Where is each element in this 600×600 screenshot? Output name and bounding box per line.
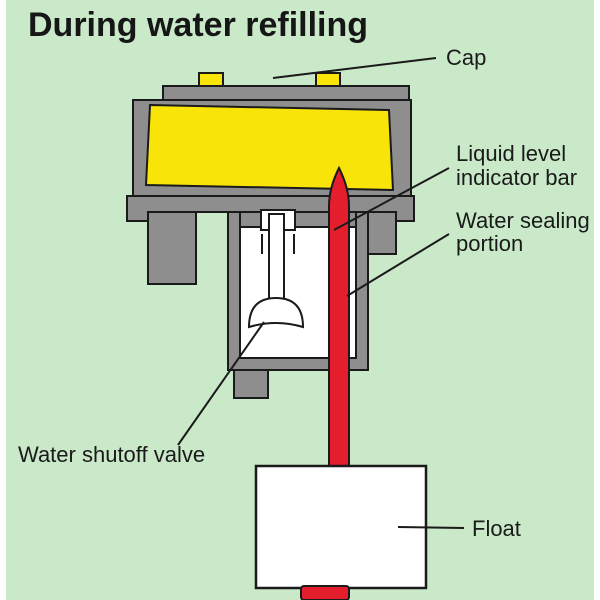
leader-line-cap <box>272 57 437 79</box>
sealing-portion-label-line1: Water sealing <box>456 208 590 233</box>
leader-line-shutoff-valve <box>177 321 265 446</box>
cap-yellow-panel-shape <box>144 103 395 192</box>
cap-label: Cap <box>446 45 486 70</box>
leader-line-sealing-portion <box>346 233 450 297</box>
float-label: Float <box>472 516 521 541</box>
sealing-portion-label-line2: portion <box>456 231 523 256</box>
indicator-bar-label-line2: indicator bar <box>456 165 577 190</box>
body-left-arm-shape <box>147 211 197 285</box>
shutoff-valve-stem-shape <box>268 213 285 303</box>
shutoff-valve-label: Water shutoff valve <box>18 442 205 467</box>
indicator-bar-label-line1: Liquid level <box>456 141 566 166</box>
float-stem-cap-shape <box>300 585 350 600</box>
leader-line-indicator-bar <box>333 167 450 231</box>
float-shape <box>254 464 428 590</box>
leader-line-float <box>397 526 465 529</box>
shutoff-valve-umbrella-shape <box>247 296 305 329</box>
body-foot-shape <box>233 369 269 399</box>
page-title: During water refilling <box>28 6 368 44</box>
